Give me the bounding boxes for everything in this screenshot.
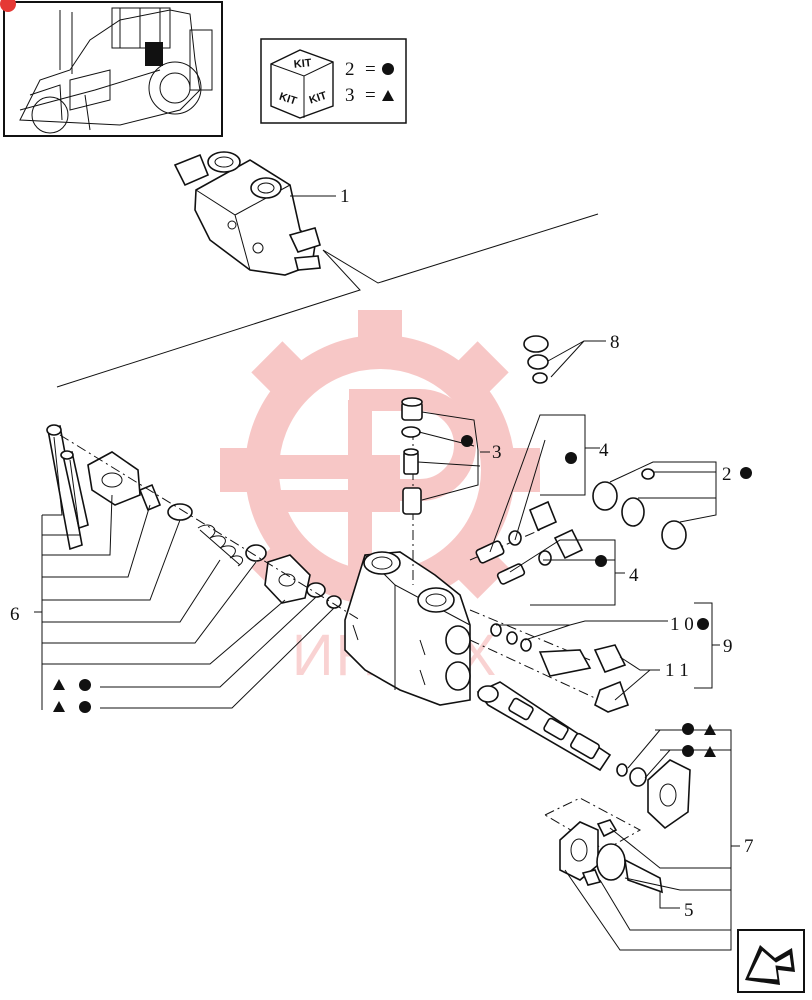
kit-circle-symbol (740, 467, 752, 479)
callout-9: 9 (723, 636, 733, 657)
callout-7: 7 (744, 836, 754, 857)
callout-5: 5 (684, 900, 694, 921)
legend-row-2-equals: = (365, 85, 376, 106)
main-valve-body (344, 551, 471, 706)
callout-2-leaders (609, 461, 717, 523)
callout-4-upper: 4 (599, 440, 609, 461)
callout-11: 1 1 (665, 660, 689, 681)
legend-triangle-symbol (382, 90, 394, 101)
legend-circle-symbol (382, 63, 394, 75)
spool-end-parts (490, 623, 630, 713)
callout-3: 3 (492, 442, 502, 463)
callout-6-leaders (34, 436, 335, 710)
legend-row-1-number: 2 (345, 59, 355, 80)
callout-8: 8 (610, 332, 620, 353)
legend-row-1-equals: = (365, 59, 376, 80)
callout-6: 6 (10, 604, 20, 625)
assembled-valve-section (173, 151, 321, 276)
next-page-arrow-icon[interactable] (737, 929, 805, 993)
poppet-parts (401, 397, 423, 515)
kit-circle-symbol (79, 701, 91, 713)
kit-circle-symbol (682, 723, 694, 735)
relief-valve-parts (475, 500, 584, 585)
kit-triangle-symbol (704, 724, 716, 735)
kit-legend-box: KIT KIT KIT 2 = 3 = (260, 38, 407, 124)
end-cover-parts (543, 759, 691, 894)
kit-circle-symbol (565, 452, 577, 464)
kit-triangle-symbol (53, 679, 65, 690)
kit-label-left: KIT (278, 91, 299, 108)
kit-label-right: KIT (308, 90, 329, 107)
kit-circle-symbol (682, 745, 694, 757)
tractor-thumbnail (0, 0, 223, 137)
legend-row-2-number: 3 (345, 85, 355, 106)
seal-ring-parts (592, 468, 687, 550)
callout-9-leaders (496, 602, 720, 701)
callout-1: 1 (340, 186, 350, 207)
callout-7-leaders (564, 729, 740, 951)
kit-circle-symbol (461, 435, 473, 447)
kit-circle-symbol (595, 555, 607, 567)
callout-4-lower: 4 (629, 565, 639, 586)
kit-cube-icon: KIT KIT KIT (270, 49, 334, 119)
callout-10: 1 0 (670, 614, 694, 635)
kit-triangle-symbol (704, 746, 716, 757)
kit-triangle-symbol (53, 701, 65, 712)
o-ring-parts (523, 335, 549, 384)
kit-label-top: KIT (293, 57, 312, 71)
callout-2: 2 (722, 464, 732, 485)
spool-assembly (476, 681, 612, 772)
kit-circle-symbol (697, 618, 709, 630)
kit-circle-symbol (79, 679, 91, 691)
end-cap-parts (46, 424, 342, 609)
